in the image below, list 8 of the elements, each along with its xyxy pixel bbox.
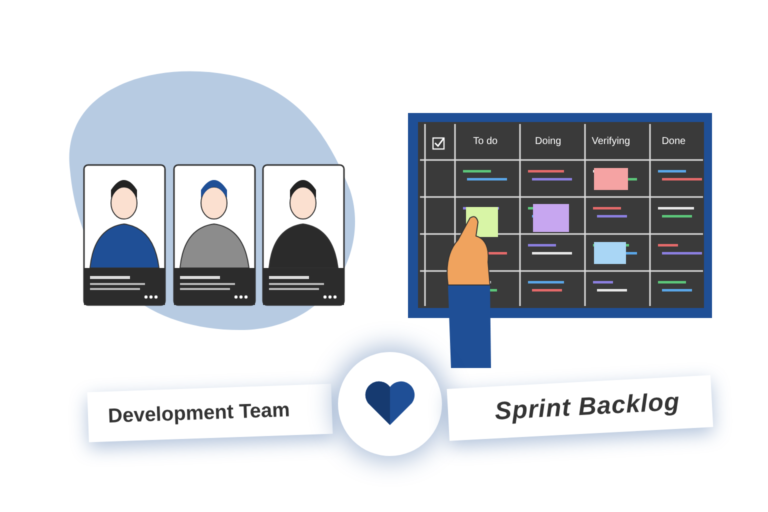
column-header: Verifying [592,134,630,148]
banner-text: Development Team [108,398,290,430]
column-header: Doing [535,134,562,148]
column-header: To do [473,134,498,148]
column-header: Done [662,134,686,148]
banner-text: Sprint Backlog [494,387,681,428]
title-banner [87,384,333,442]
title-banner [446,375,714,441]
